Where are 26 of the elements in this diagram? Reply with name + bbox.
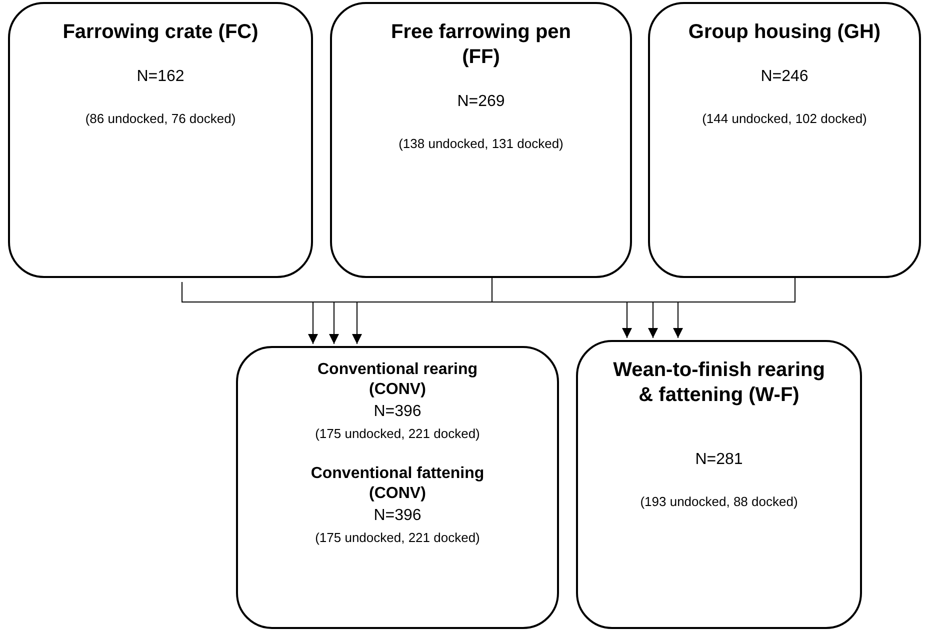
process-box <box>648 2 921 278</box>
process-box <box>330 2 632 278</box>
breakdown-text: (144 undocked, 102 docked) <box>702 110 867 128</box>
count-text: N=396 <box>374 402 422 422</box>
box-title: Farrowing crate (FC) <box>62 20 260 45</box>
arrow <box>182 282 632 338</box>
arrow <box>492 278 658 338</box>
count-text: N=281 <box>695 450 743 470</box>
process-box <box>8 2 313 278</box>
breakdown-text: (175 undocked, 221 docked) <box>315 528 480 547</box>
arrow <box>673 278 796 338</box>
box-title: Wean-to-finish rearing & fattening (W-F) <box>612 358 826 408</box>
box-title: Group housing (GH) <box>687 20 882 45</box>
box-title: Conventional rearing (CONV) <box>316 360 479 400</box>
breakdown-text: (86 undocked, 76 docked) <box>85 110 236 128</box>
breakdown-text: (138 undocked, 131 docked) <box>398 135 564 153</box>
breakdown-text: (175 undocked, 221 docked) <box>315 425 480 443</box>
box-title: Free farrowing pen (FF) <box>390 20 572 70</box>
count-text: N=162 <box>136 67 184 87</box>
count-text: N=269 <box>457 92 505 112</box>
process-box <box>576 340 862 629</box>
process-box <box>236 346 559 629</box>
box-title: Conventional fattening (CONV) <box>310 464 486 504</box>
count-text: N=396 <box>374 506 422 526</box>
count-text: N=246 <box>760 67 808 87</box>
breakdown-text: (193 undocked, 88 docked) <box>640 493 798 511</box>
